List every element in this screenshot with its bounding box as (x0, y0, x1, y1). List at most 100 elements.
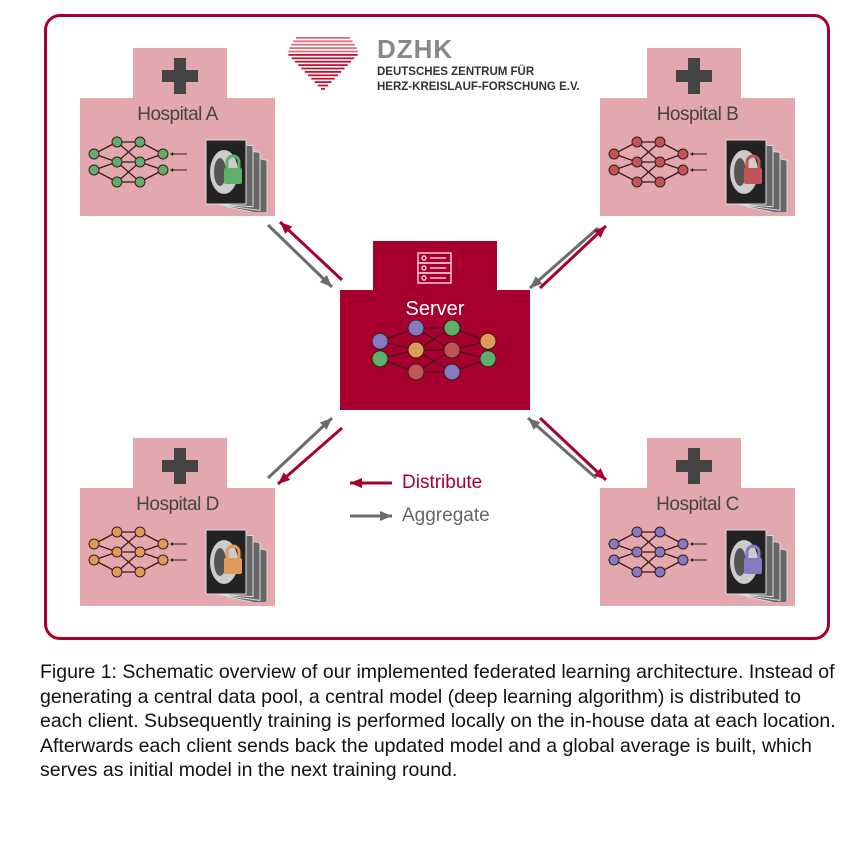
network-node (407, 341, 425, 359)
network-node (654, 566, 666, 578)
legend-aggregate: Aggregate (402, 505, 490, 527)
hospital-tab (647, 48, 741, 100)
network-node (631, 546, 643, 558)
server-body: Server (340, 290, 530, 410)
network-node (111, 156, 123, 168)
hospital-body: Hospital C (600, 488, 795, 606)
locked-scan-icon (205, 529, 268, 602)
network-node (111, 526, 123, 538)
network-node (111, 546, 123, 558)
network-node (654, 176, 666, 188)
network-node (608, 554, 620, 566)
server-neural-network-icon (372, 320, 497, 381)
network-node (134, 526, 146, 538)
logo-line2: HERZ-KREISLAUF-FORSCHUNG E.V. (377, 81, 580, 93)
aggregate-arrow (266, 416, 334, 480)
network-node (654, 526, 666, 538)
legend-aggregate-label: Aggregate (402, 505, 490, 526)
network-node (631, 566, 643, 578)
network-node (654, 546, 666, 558)
network-node (134, 136, 146, 148)
distribute-arrow (538, 224, 608, 290)
network-node (372, 332, 389, 350)
neural-network-icon (608, 136, 707, 188)
network-node (88, 148, 100, 160)
network-node (88, 554, 100, 566)
network-node (134, 156, 146, 168)
aggregate-arrow (527, 416, 597, 480)
lock-icon (744, 168, 762, 184)
network-node (157, 554, 169, 566)
network-node (479, 332, 497, 350)
hospital-label: Hospital B (656, 104, 739, 125)
network-node (608, 538, 620, 550)
network-node (631, 526, 643, 538)
network-node (157, 148, 169, 160)
hospital-body: Hospital D (80, 488, 275, 606)
logo-abbr: DZHK (377, 34, 454, 64)
network-node (134, 176, 146, 188)
network-node (134, 546, 146, 558)
network-node (479, 350, 497, 368)
distribute-arrow (538, 416, 608, 482)
aggregate-arrow (529, 226, 599, 290)
locked-scan-icon (725, 139, 788, 212)
network-node (654, 136, 666, 148)
network-node (443, 341, 461, 359)
medical-cross-icon (162, 58, 198, 94)
network-node (372, 350, 389, 368)
network-node (111, 136, 123, 148)
network-node (111, 566, 123, 578)
network-node (677, 538, 689, 550)
network-node (677, 554, 689, 566)
logo-text: DEUTSCHES ZENTRUM FÜR HERZ-KREISLAUF-FORS… (377, 65, 580, 95)
hospital-tab (647, 438, 741, 490)
aggregate-arrow (266, 223, 334, 289)
network-node (157, 164, 169, 176)
dzhk-heart-logo (288, 37, 358, 90)
network-node (608, 164, 620, 176)
network-node (443, 320, 461, 337)
hospital-label: Hospital C (656, 494, 739, 515)
logo-line1: DEUTSCHES ZENTRUM FÜR (377, 66, 535, 78)
hospital-body: Hospital B (600, 98, 795, 216)
network-node (443, 363, 461, 381)
lock-icon (744, 558, 762, 574)
distribute-arrow (277, 426, 343, 486)
network-node (631, 176, 643, 188)
network-node (631, 156, 643, 168)
network-node (608, 148, 620, 160)
lock-icon (224, 168, 242, 184)
locked-scan-icon (205, 139, 268, 212)
network-node (654, 156, 666, 168)
server-rack-icon (417, 252, 452, 284)
server-tab (373, 241, 497, 291)
network-node (407, 363, 425, 381)
legend-distribute: Distribute (402, 472, 482, 494)
network-node (157, 538, 169, 550)
network-node (88, 538, 100, 550)
network-node (88, 164, 100, 176)
neural-network-icon (608, 526, 707, 578)
hospital-tab (133, 48, 227, 100)
network-node (677, 164, 689, 176)
network-node (111, 176, 123, 188)
network-node (631, 136, 643, 148)
locked-scan-icon (725, 529, 788, 602)
medical-cross-icon (676, 448, 712, 484)
hospital-body: Hospital A (80, 98, 275, 216)
network-node (677, 148, 689, 160)
figure-caption: Figure 1: Schematic overview of our impl… (40, 661, 836, 782)
network-node (407, 320, 425, 337)
server-label: Server (405, 298, 465, 320)
hospital-label: Hospital D (136, 494, 219, 515)
hospital-label: Hospital A (137, 104, 218, 125)
hospital-tab (133, 438, 227, 490)
medical-cross-icon (676, 58, 712, 94)
neural-network-icon (88, 526, 187, 578)
distribute-arrow (278, 220, 344, 282)
neural-network-icon (88, 136, 187, 188)
legend-distribute-label: Distribute (402, 472, 483, 493)
network-node (134, 566, 146, 578)
